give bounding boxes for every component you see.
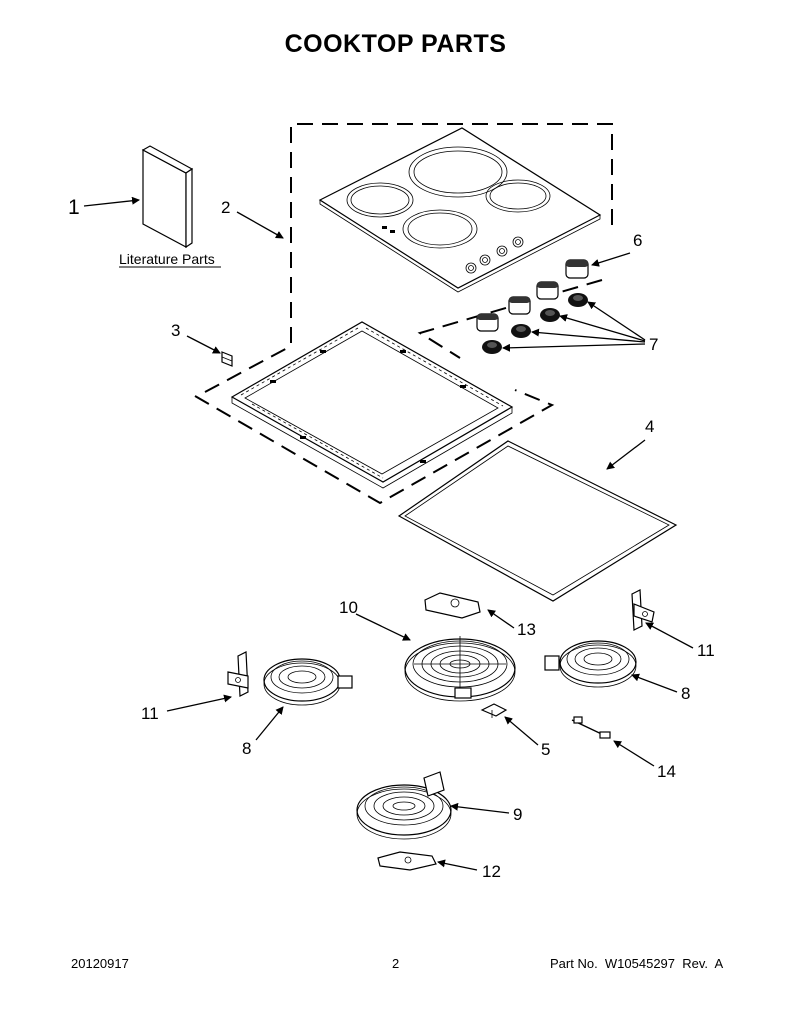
leader-7b <box>559 314 646 342</box>
callout-1: 1 <box>68 196 80 219</box>
assembly-outline-left <box>204 345 292 393</box>
bracket-11-left <box>227 651 249 697</box>
callout-11-left: 11 <box>141 704 159 723</box>
leader-8-right <box>631 673 678 693</box>
footer-part-number: Part No. W10545297 Rev. A <box>550 956 724 971</box>
leader-4 <box>606 439 646 470</box>
callout-12: 12 <box>482 862 501 881</box>
knobs-set <box>476 281 559 332</box>
sensor-14 <box>571 716 611 739</box>
footer-page-number: 2 <box>392 956 400 971</box>
element-8-right <box>544 640 637 688</box>
leader-11-left <box>166 694 232 712</box>
leader-6 <box>591 252 631 267</box>
knob-6 <box>565 259 589 279</box>
page-title: COOKTOP PARTS <box>284 30 507 58</box>
leader-7c <box>531 328 646 343</box>
assembly-outline-top <box>290 123 613 343</box>
callout-9: 9 <box>513 805 522 824</box>
leader-5 <box>504 716 539 746</box>
knob-bezels <box>482 293 588 354</box>
leader-7a <box>587 301 646 341</box>
leader-1 <box>83 196 140 207</box>
callout-11-right: 11 <box>697 641 715 660</box>
callout-2: 2 <box>221 198 230 217</box>
literature-parts-book <box>141 145 194 249</box>
leader-12 <box>437 859 478 871</box>
callout-8-left: 8 <box>242 739 251 758</box>
leader-11-right <box>645 622 694 649</box>
callout-7: 7 <box>649 335 658 354</box>
leader-9 <box>450 802 510 814</box>
large-element-10 <box>404 636 516 702</box>
callout-8-right: 8 <box>681 684 690 703</box>
bracket-13 <box>424 592 481 619</box>
leader-3 <box>186 335 221 354</box>
clip-3 <box>221 351 233 367</box>
leader-14 <box>613 740 655 767</box>
clip-5 <box>480 703 508 718</box>
cooktop-frame <box>230 321 514 489</box>
leader-2 <box>236 211 284 239</box>
leader-10 <box>355 613 411 641</box>
callout-10: 10 <box>339 598 358 617</box>
footer-date: 20120917 <box>71 956 129 971</box>
literature-parts-label: Literature Parts <box>119 251 215 267</box>
callout-14: 14 <box>657 762 676 781</box>
callout-4: 4 <box>645 417 654 436</box>
leader-8-left <box>255 706 284 741</box>
bracket-11-right <box>631 589 655 631</box>
glass-cooktop <box>318 127 602 293</box>
element-8-left <box>263 658 353 706</box>
callout-3: 3 <box>171 321 180 340</box>
element-9 <box>356 771 452 840</box>
leader-13 <box>487 609 515 629</box>
callout-13: 13 <box>517 620 536 639</box>
leader-7d <box>502 343 646 352</box>
assembly-outline-bottom <box>194 389 555 505</box>
gasket-4 <box>397 440 678 602</box>
callout-6: 6 <box>633 231 642 250</box>
bracket-12 <box>377 851 437 871</box>
callout-5: 5 <box>541 740 550 759</box>
